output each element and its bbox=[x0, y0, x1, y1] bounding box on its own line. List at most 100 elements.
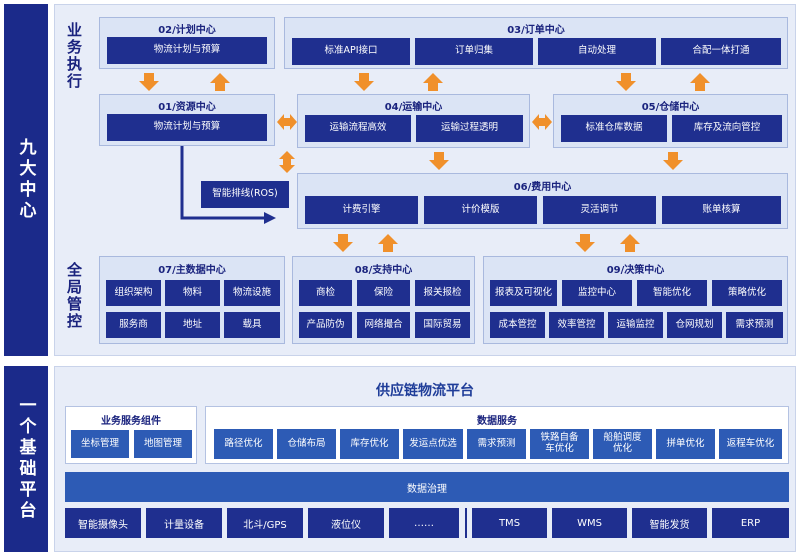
support-center: 08/支持中心 商检 保险 报关报检 产品防伪 网络撮合 国际贸易 bbox=[292, 256, 475, 344]
decision-item[interactable]: 仓网规划 bbox=[667, 312, 722, 338]
bottom-item[interactable]: TMS bbox=[472, 508, 547, 538]
resource-center: 01/资源中心 物流计划与预算 bbox=[99, 94, 275, 146]
resource-center-title: 01/资源中心 bbox=[158, 102, 216, 113]
service-item[interactable]: 库存优化 bbox=[340, 429, 399, 459]
master-center-title: 07/主数据中心 bbox=[158, 265, 226, 276]
fee-item[interactable]: 计费引擎 bbox=[305, 196, 418, 224]
service-item[interactable]: 拼单优化 bbox=[656, 429, 715, 459]
bottom-item[interactable]: ERP bbox=[712, 508, 789, 538]
master-item[interactable]: 地址 bbox=[165, 312, 220, 338]
resource-item[interactable]: 物流计划与预算 bbox=[107, 114, 267, 141]
double-arrow-icon bbox=[277, 114, 297, 130]
down-arrow-icon bbox=[354, 73, 374, 91]
fee-item[interactable]: 计价模版 bbox=[424, 196, 537, 224]
support-item[interactable]: 商检 bbox=[299, 280, 352, 306]
service-item[interactable]: 路径优化 bbox=[214, 429, 273, 459]
plan-center-title: 02/计划中心 bbox=[158, 25, 216, 36]
support-item[interactable]: 产品防伪 bbox=[299, 312, 352, 338]
order-item[interactable]: 合配一体打通 bbox=[661, 38, 781, 65]
vertical-double-arrow-icon bbox=[279, 151, 295, 173]
component-item[interactable]: 地图管理 bbox=[134, 430, 192, 458]
support-item[interactable]: 网络撮合 bbox=[357, 312, 410, 338]
bottom-item[interactable]: 液位仪 bbox=[308, 508, 384, 538]
platform-title: 供应链物流平台 bbox=[376, 383, 474, 399]
bottom-item[interactable]: 智能发货 bbox=[632, 508, 707, 538]
order-item[interactable]: 订单归集 bbox=[415, 38, 533, 65]
order-item[interactable]: 标准API接口 bbox=[292, 38, 410, 65]
transport-center-title: 04/运输中心 bbox=[384, 102, 443, 113]
service-item[interactable]: 铁路自备车优化 bbox=[530, 429, 589, 459]
decision-center: 09/决策中心 报表及可视化 监控中心 智能优化 策略优化 成本管控 效率管控 … bbox=[483, 256, 788, 344]
data-services-box: 数据服务 路径优化 仓储布局 库存优化 发运点优选 需求预测 铁路自备车优化 船… bbox=[205, 406, 789, 464]
warehouse-center-title: 05/仓储中心 bbox=[641, 102, 700, 113]
service-item[interactable]: 船舶调度优化 bbox=[593, 429, 652, 459]
down-arrow-icon bbox=[429, 152, 449, 170]
decision-item[interactable]: 效率管控 bbox=[549, 312, 604, 338]
down-arrow-icon bbox=[575, 234, 595, 252]
down-arrow-icon bbox=[616, 73, 636, 91]
fee-center: 06/费用中心 计费引擎 计价模版 灵活调节 账单核算 bbox=[297, 173, 788, 229]
support-item[interactable]: 国际贸易 bbox=[415, 312, 470, 338]
order-item[interactable]: 自动处理 bbox=[538, 38, 656, 65]
master-item[interactable]: 载具 bbox=[224, 312, 280, 338]
up-arrow-icon bbox=[423, 73, 443, 91]
transport-item[interactable]: 运输过程透明 bbox=[416, 115, 523, 142]
up-arrow-icon bbox=[378, 234, 398, 252]
support-center-title: 08/支持中心 bbox=[354, 265, 413, 276]
decision-item[interactable]: 策略优化 bbox=[712, 280, 782, 306]
components-title: 业务服务组件 bbox=[101, 416, 161, 427]
service-item[interactable]: 需求预测 bbox=[467, 429, 526, 459]
master-item[interactable]: 服务商 bbox=[106, 312, 161, 338]
up-arrow-icon bbox=[210, 73, 230, 91]
connector-arrow-icon bbox=[180, 146, 276, 224]
fee-center-title: 06/费用中心 bbox=[513, 182, 572, 193]
down-arrow-icon bbox=[333, 234, 353, 252]
separator bbox=[465, 508, 467, 538]
order-center-title: 03/订单中心 bbox=[507, 25, 565, 36]
sidebar-base-platform: 一个基础平台 bbox=[4, 366, 48, 552]
bottom-item[interactable]: 北斗/GPS bbox=[227, 508, 303, 538]
fee-item[interactable]: 账单核算 bbox=[662, 196, 781, 224]
decision-item[interactable]: 需求预测 bbox=[726, 312, 783, 338]
support-item[interactable]: 报关报检 bbox=[415, 280, 470, 306]
warehouse-item[interactable]: 库存及流向管控 bbox=[672, 115, 782, 142]
bottom-item[interactable]: 智能摄像头 bbox=[65, 508, 141, 538]
decision-item[interactable]: 运输监控 bbox=[608, 312, 663, 338]
master-item[interactable]: 物料 bbox=[165, 280, 220, 306]
down-arrow-icon bbox=[663, 152, 683, 170]
plan-center: 02/计划中心 物流计划与预算 bbox=[99, 17, 275, 69]
plan-item[interactable]: 物流计划与预算 bbox=[107, 37, 267, 64]
master-item[interactable]: 物流设施 bbox=[224, 280, 280, 306]
decision-item[interactable]: 监控中心 bbox=[562, 280, 632, 306]
bottom-item[interactable]: 计量设备 bbox=[146, 508, 222, 538]
service-item[interactable]: 发运点优选 bbox=[403, 429, 463, 459]
down-arrow-icon bbox=[139, 73, 159, 91]
service-item[interactable]: 仓储布局 bbox=[277, 429, 336, 459]
services-title: 数据服务 bbox=[477, 416, 517, 427]
decision-item[interactable]: 报表及可视化 bbox=[490, 280, 557, 306]
fee-item[interactable]: 灵活调节 bbox=[543, 196, 656, 224]
decision-center-title: 09/决策中心 bbox=[606, 265, 665, 276]
business-components-box: 业务服务组件 坐标管理 地图管理 bbox=[65, 406, 197, 464]
component-item[interactable]: 坐标管理 bbox=[71, 430, 129, 458]
order-center: 03/订单中心 标准API接口 订单归集 自动处理 合配一体打通 bbox=[284, 17, 788, 69]
label-business-exec: 业务执行 bbox=[65, 22, 83, 90]
label-global-control: 全局管控 bbox=[65, 262, 83, 330]
sidebar-nine-centers: 九大中心 bbox=[4, 4, 48, 356]
warehouse-center: 05/仓储中心 标准仓库数据 库存及流向管控 bbox=[553, 94, 788, 148]
master-data-center: 07/主数据中心 组织架构 物料 物流设施 服务商 地址 载具 bbox=[99, 256, 285, 344]
up-arrow-icon bbox=[690, 73, 710, 91]
service-item[interactable]: 返程车优化 bbox=[719, 429, 782, 459]
ros-block[interactable]: 智能排线(ROS) bbox=[201, 181, 289, 208]
master-item[interactable]: 组织架构 bbox=[106, 280, 161, 306]
decision-item[interactable]: 智能优化 bbox=[637, 280, 707, 306]
bottom-item[interactable]: WMS bbox=[552, 508, 627, 538]
support-item[interactable]: 保险 bbox=[357, 280, 410, 306]
transport-center: 04/运输中心 运输流程高效 运输过程透明 bbox=[297, 94, 530, 148]
bottom-item[interactable]: …… bbox=[389, 508, 459, 538]
data-governance-bar[interactable]: 数据治理 bbox=[65, 472, 789, 502]
up-arrow-icon bbox=[620, 234, 640, 252]
transport-item[interactable]: 运输流程高效 bbox=[305, 115, 411, 142]
decision-item[interactable]: 成本管控 bbox=[490, 312, 545, 338]
warehouse-item[interactable]: 标准仓库数据 bbox=[561, 115, 667, 142]
